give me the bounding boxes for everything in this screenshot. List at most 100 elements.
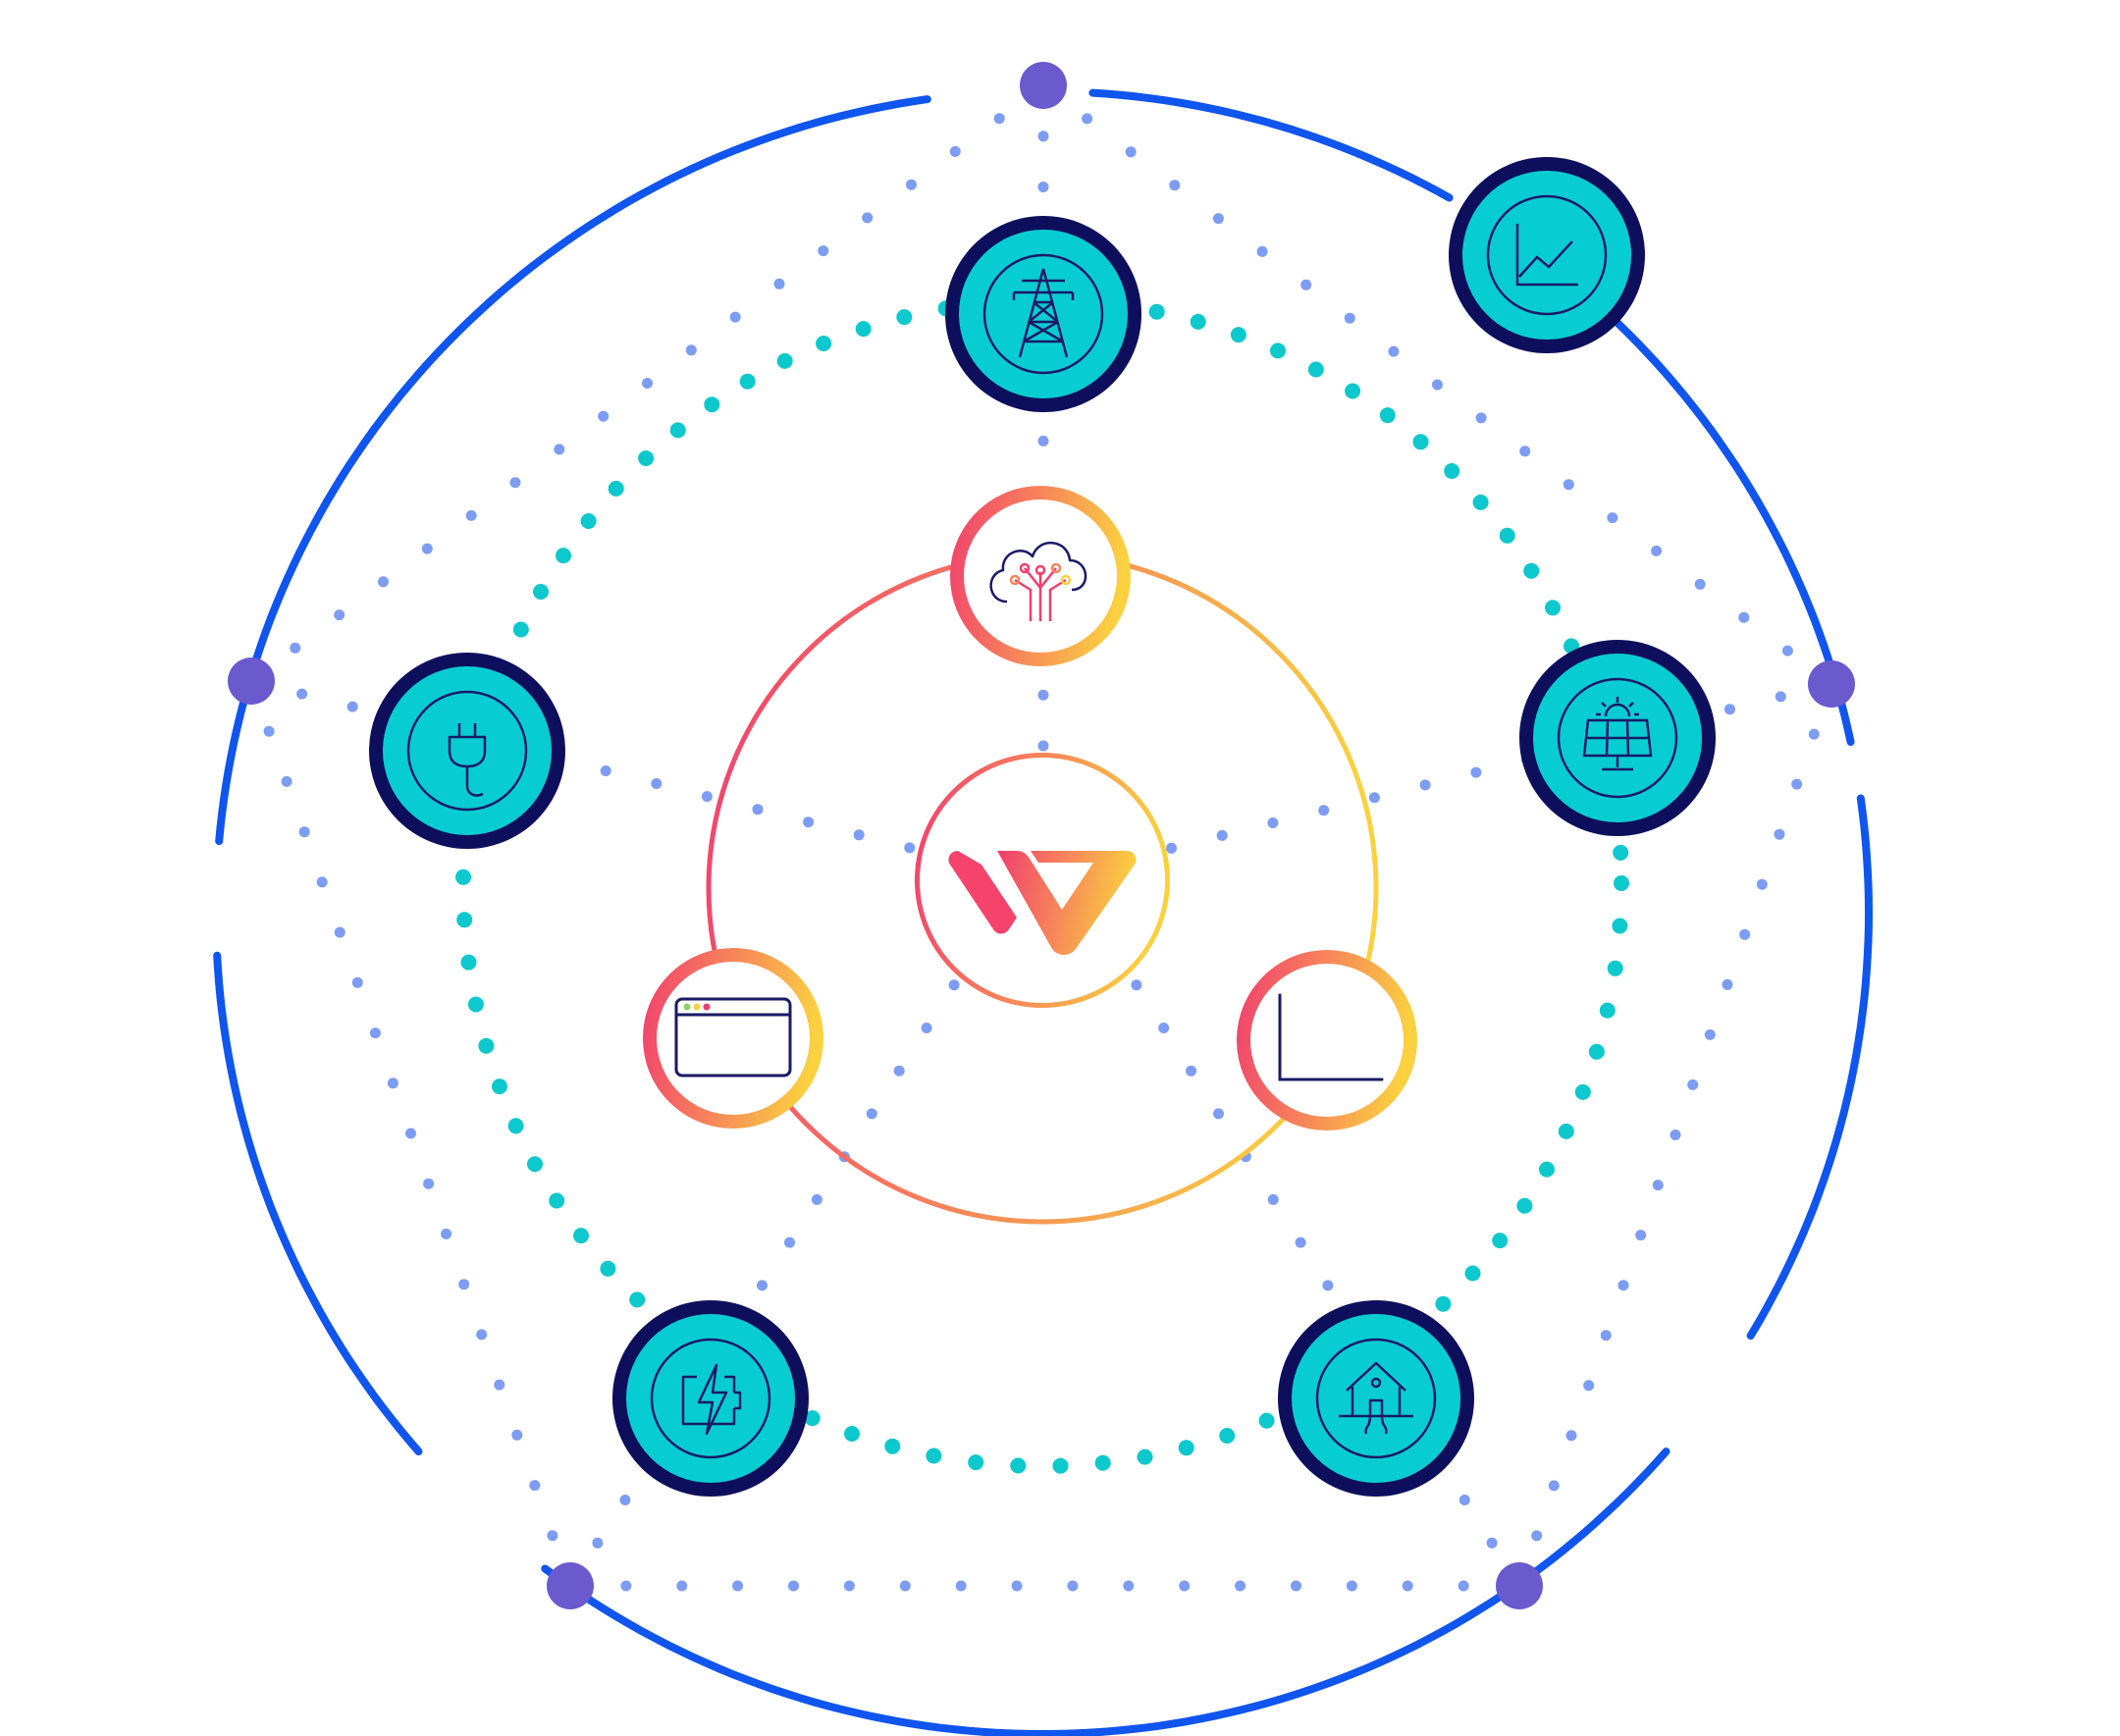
connector-dot [458,1279,470,1290]
teal-dot [456,912,473,928]
cloud-node[interactable] [950,486,1131,666]
connector-dot [298,826,310,838]
line-chart-icon [1515,224,1578,287]
anchor-node-bottom-left [547,1562,594,1609]
connector-dot [509,477,521,489]
growth-chart-node[interactable] [1449,157,1645,353]
connector-dot [1607,512,1618,524]
browser-node[interactable] [643,948,823,1129]
connector-dot [592,1537,604,1549]
battery-node[interactable] [612,1300,809,1497]
connector-dot [1687,1078,1699,1090]
outer-ring-arc-1 [1547,261,1855,746]
browser-window-icon [674,997,792,1078]
teal-dot [600,1260,616,1277]
connector-dot [423,1178,435,1189]
connector-dot [346,701,358,712]
connector-dot [757,1280,768,1291]
teal-dot [1539,1161,1555,1178]
connector-dot [1256,245,1268,257]
connector-dot [290,642,301,654]
connector-dot [1652,1180,1664,1191]
transmission-tower-node[interactable] [945,216,1141,412]
teal-dot [1230,327,1246,343]
connector-dot [1212,213,1224,225]
teal-dot [1010,1457,1027,1474]
connector-dot [1344,312,1355,324]
battery-charging-icon [681,1363,742,1436]
bar-chart-icon [1278,993,1384,1081]
connector-dot [619,1495,631,1505]
solar-panel-node[interactable] [1519,640,1716,836]
anchor-node-right [1808,660,1855,708]
outer-nodes [369,157,1716,1497]
connector-dot [651,778,662,789]
connector-dot [1470,766,1482,778]
connector-dot [1291,1580,1301,1592]
anchor-nodes [228,62,1855,1609]
brand-logo-icon [948,851,1137,955]
outer-ring-arc-5 [215,95,931,846]
connector-dot [296,688,308,700]
teal-dot [1545,600,1561,616]
connector-dot [732,1580,744,1592]
center-logo[interactable] [915,753,1170,1008]
teal-dot [1190,313,1206,330]
teal-dot [478,1037,495,1054]
connector-dot [784,1236,795,1248]
connector-dot [1694,578,1706,590]
teal-dot [1516,1197,1533,1214]
connector-dot [701,791,713,803]
connector-dot [1670,1130,1681,1140]
teal-dot [573,1228,589,1244]
connector-dot [351,976,363,988]
connector-dot [853,829,865,841]
outer-ring-arc-0 [1088,88,1454,202]
teal-dot [739,373,756,390]
teal-dot [1574,1083,1591,1100]
teal-dot [1379,407,1396,424]
teal-dot [1599,1002,1616,1019]
connector-dot [1724,704,1735,715]
smart-home-node[interactable] [1278,1300,1474,1497]
connector-dot [405,1128,416,1139]
connector-dot [281,775,292,787]
connector-dot [1432,379,1443,391]
connector-dot [893,1065,905,1077]
teal-dot [1558,1123,1574,1139]
teal-dot [1444,463,1460,479]
teal-dot [855,321,872,338]
connector-dot [1300,279,1312,290]
connector-dot [866,1108,877,1120]
teal-dot [1435,1295,1452,1312]
connector-dot [263,725,275,737]
connector-dot [752,804,764,815]
connector-dot [1037,131,1049,142]
teal-dot [884,1438,901,1454]
inner-nodes [643,486,1417,1131]
connector-dot [1791,778,1803,790]
connector-dot [1037,689,1049,701]
teal-dot [1148,303,1165,320]
connector-dot [476,1329,488,1341]
connector-dot [1565,1430,1577,1442]
connector-dot [1774,828,1785,840]
connector-dot [620,1580,632,1592]
connector-dot [316,876,328,888]
teal-dot [1178,1440,1194,1456]
anchor-node-top [1020,62,1067,109]
connector-dot [1213,1108,1224,1120]
teal-dot [512,621,529,638]
connector-dot [1419,779,1431,791]
power-plug-node[interactable] [369,653,565,849]
teal-dot [527,1156,543,1173]
teal-dot [638,450,655,466]
connector-dot [494,1379,505,1391]
connector-dot [334,609,345,621]
connector-dot [1368,792,1380,804]
analytics-node[interactable] [1237,950,1417,1131]
teal-dot [1137,1448,1153,1465]
connector-dot [906,179,917,190]
teal-dot [844,1426,860,1442]
connector-dot [904,842,916,854]
